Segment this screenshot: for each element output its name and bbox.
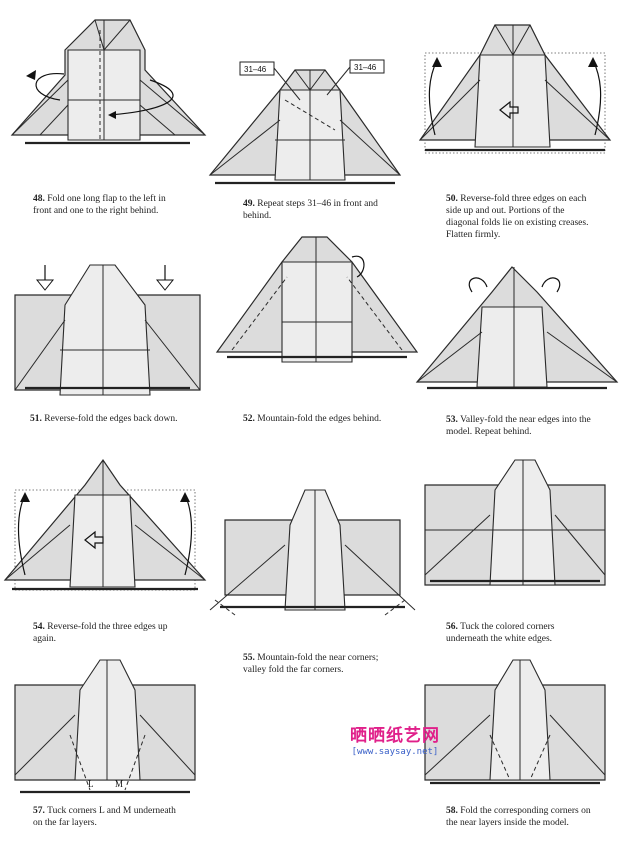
step-58-diagram	[424, 659, 606, 785]
step-56-caption: 56. Tuck the colored corners underneath …	[446, 621, 596, 645]
step-55-caption: 55. Mountain-fold the near corners; vall…	[243, 652, 383, 676]
step-number: 58.	[446, 806, 458, 816]
step-52-caption: 52. Mountain-fold the edges behind.	[243, 413, 383, 425]
step-instruction: Reverse-fold the edges back down.	[44, 414, 178, 424]
step-number: 54.	[33, 622, 45, 632]
step-instruction: Reverse-fold the three edges up again.	[33, 622, 168, 644]
step-instruction: Fold the corresponding corners on the ne…	[446, 806, 591, 828]
step-53-caption: 53. Valley-fold the near edges into the …	[446, 414, 596, 438]
step-57-caption: 57. Tuck corners L and M underneath on t…	[33, 805, 183, 829]
step-instruction: Tuck the colored corners underneath the …	[446, 622, 555, 644]
ref-label-right: 31–46	[354, 63, 377, 72]
step-instruction: Valley-fold the near edges into the mode…	[446, 415, 591, 437]
step-57-diagram: L M	[14, 659, 196, 794]
step-number: 55.	[243, 653, 255, 663]
step-number: 51.	[30, 414, 42, 424]
step-instruction: Mountain-fold the edges behind.	[257, 414, 382, 424]
step-50-caption: 50. Reverse-fold three edges on each sid…	[446, 193, 596, 241]
step-56-diagram	[424, 459, 606, 586]
step-58-caption: 58. Fold the corresponding corners on th…	[446, 805, 596, 829]
step-49-caption: 49. Repeat steps 31–46 in front and behi…	[243, 198, 383, 222]
step-52-diagram	[215, 236, 419, 363]
step-instruction: Fold one long flap to the left in front …	[33, 194, 166, 216]
watermark-title: 晒晒纸艺网	[350, 726, 440, 746]
corner-label-l: L	[88, 779, 94, 789]
step-55-diagram	[209, 489, 416, 616]
step-53-diagram	[415, 266, 619, 390]
step-number: 48.	[33, 194, 45, 204]
watermark-url: [www.saysay.net]	[351, 747, 439, 757]
ref-box-right	[349, 59, 385, 74]
step-48-caption: 48. Fold one long flap to the left in fr…	[33, 193, 183, 217]
step-48-diagram	[10, 19, 207, 145]
step-instruction: Repeat steps 31–46 in front and behind.	[243, 199, 378, 221]
step-number: 56.	[446, 622, 458, 632]
step-51-diagram	[14, 264, 201, 396]
step-51-caption: 51. Reverse-fold the edges back down.	[30, 413, 180, 425]
ref-label-left: 31–46	[244, 65, 267, 74]
step-number: 52.	[243, 414, 255, 424]
step-instruction: Tuck corners L and M underneath on the f…	[33, 806, 176, 828]
step-instruction: Reverse-fold three edges on each side up…	[446, 194, 589, 240]
step-number: 53.	[446, 415, 458, 425]
step-instruction: Mountain-fold the near corners; valley f…	[243, 653, 379, 675]
site-watermark: 晒晒纸艺网 [www.saysay.net]	[330, 726, 460, 758]
step-number: 50.	[446, 194, 458, 204]
corner-label-m: M	[115, 779, 123, 789]
step-54-caption: 54. Reverse-fold the three edges up agai…	[33, 621, 183, 645]
step-number: 57.	[33, 806, 45, 816]
step-49-diagram: 31–46 31–46	[208, 59, 402, 185]
step-number: 49.	[243, 199, 255, 209]
step-50-diagram	[418, 24, 612, 154]
step-54-diagram	[3, 458, 207, 591]
